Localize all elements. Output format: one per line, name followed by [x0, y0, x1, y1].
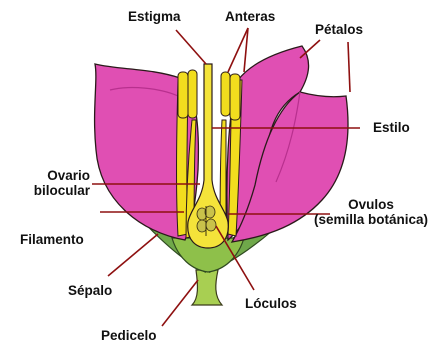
label-petalos: Pétalos: [315, 22, 363, 37]
label-estilo: Estilo: [373, 120, 410, 135]
label-pedicelo: Pedicelo: [101, 328, 157, 343]
pedicel-stem: [192, 270, 222, 305]
label-sepalo: Sépalo: [68, 283, 112, 298]
label-ovulos: Ovulos (semilla botánica): [300, 197, 442, 227]
label-ovulos-line1: Ovulos: [300, 197, 442, 212]
label-ovario-line2: bilocular: [5, 183, 90, 198]
label-anteras: Anteras: [225, 9, 275, 24]
label-ovulos-line2: (semilla botánica): [300, 212, 442, 227]
label-loculos: Lóculos: [245, 296, 297, 311]
label-filamento: Filamento: [20, 232, 84, 247]
label-estigma: Estigma: [128, 9, 181, 24]
label-ovario-line1: Ovario: [5, 168, 90, 183]
label-ovario-bilocular: Ovario bilocular: [5, 168, 90, 198]
